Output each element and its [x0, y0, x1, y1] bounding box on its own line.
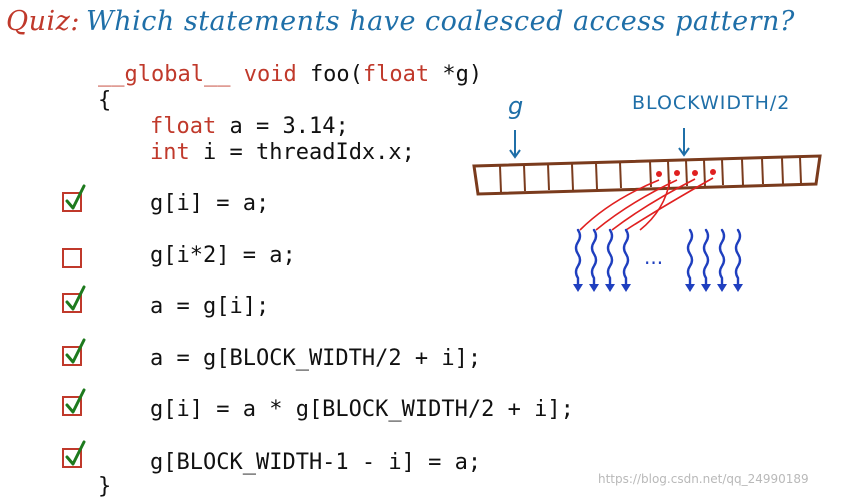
- quiz-title: Quiz:Which statements have coalesced acc…: [6, 6, 795, 37]
- code-line-int: int i = threadIdx.x;: [150, 140, 415, 165]
- statement-checkbox[interactable]: [58, 240, 92, 274]
- blockwidth-half-label: BLOCKWIDTH/2: [632, 92, 791, 114]
- statement-text: g[BLOCK_WIDTH-1 - i] = a;: [150, 450, 482, 475]
- statement-checkbox[interactable]: [58, 184, 92, 218]
- statement-checkbox[interactable]: [58, 338, 92, 372]
- memory-access-diagram: ...: [472, 128, 822, 292]
- close-brace: }: [98, 474, 112, 499]
- check-icon: [65, 184, 86, 210]
- check-icon: [65, 440, 86, 466]
- quiz-label: Quiz:: [6, 6, 80, 37]
- function-signature: __global__ void foo(float *g): [98, 62, 483, 87]
- g-pointer-label: g: [508, 92, 524, 120]
- statement-checkbox[interactable]: [58, 388, 92, 422]
- check-icon: [65, 388, 86, 414]
- check-icon: [65, 338, 86, 364]
- statement-text: g[i] = a;: [150, 191, 270, 216]
- watermark: https://blog.csdn.net/qq_24990189: [598, 472, 809, 486]
- check-icon: [65, 285, 86, 311]
- statement-text: a = g[i];: [150, 294, 270, 319]
- statement-text: g[i] = a * g[BLOCK_WIDTH/2 + i];: [150, 397, 574, 422]
- statement-text: a = g[BLOCK_WIDTH/2 + i];: [150, 346, 482, 371]
- global-memory-array: [472, 154, 822, 196]
- statement-checkbox[interactable]: [58, 440, 92, 474]
- statement-checkbox[interactable]: [58, 285, 92, 319]
- statement-text: g[i*2] = a;: [150, 243, 296, 268]
- quiz-question: Which statements have coalesced access p…: [85, 6, 795, 37]
- code-line-float: float a = 3.14;: [150, 114, 349, 139]
- open-brace: {: [98, 88, 112, 113]
- thread-ellipsis: ...: [644, 245, 663, 269]
